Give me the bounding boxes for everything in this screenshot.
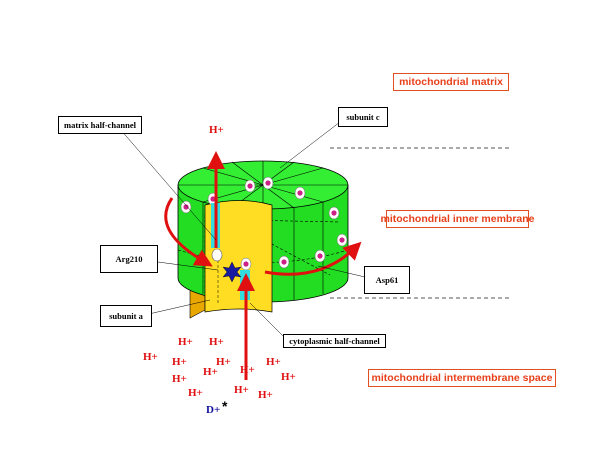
proton: H+ (234, 384, 249, 396)
proton: H+ (178, 336, 193, 348)
proton: H+ (143, 351, 158, 363)
leader-lines (119, 121, 366, 339)
arg210-star-icon (222, 261, 242, 283)
c-ring-spokes (178, 161, 348, 209)
rotation-arrow-right (264, 241, 362, 276)
asp61-label: Asp61 (364, 266, 410, 294)
proton: H+ (209, 336, 224, 348)
mitochondrial-matrix-label: mitochondrial matrix (393, 73, 509, 91)
subunit-c-label: subunit c (338, 107, 388, 127)
proton: H+ (258, 389, 273, 401)
proton: H+ (172, 356, 187, 368)
subunit-a-label: subunit a (100, 305, 152, 327)
proton: H+ (216, 356, 231, 368)
cytoplasmic-half-channel-label: cytoplasmic half-channel (283, 334, 386, 348)
proton: H+ (188, 387, 203, 399)
proton: H+ (266, 356, 281, 368)
proton: H+ (240, 364, 255, 376)
matrix-half-channel-label: matrix half-channel (58, 116, 142, 134)
subunit-a (204, 200, 273, 313)
arg210-label: Arg210 (100, 245, 158, 273)
proton: H+ (203, 366, 218, 378)
arg210-site (211, 248, 223, 262)
proton: H+ (281, 371, 296, 383)
mitochondrial-inner-membrane-label: mitochondrial inner membrane (380, 210, 535, 228)
mitochondrial-intermembrane-space-label: mitochondrial intermembrane space (368, 369, 556, 387)
proton-matrix: H+ (209, 124, 224, 136)
deuteron: D+ (206, 404, 221, 416)
proton: H+ (172, 373, 187, 385)
rotation-arrow-left (164, 197, 213, 267)
asterisk-marker: * (222, 398, 228, 414)
